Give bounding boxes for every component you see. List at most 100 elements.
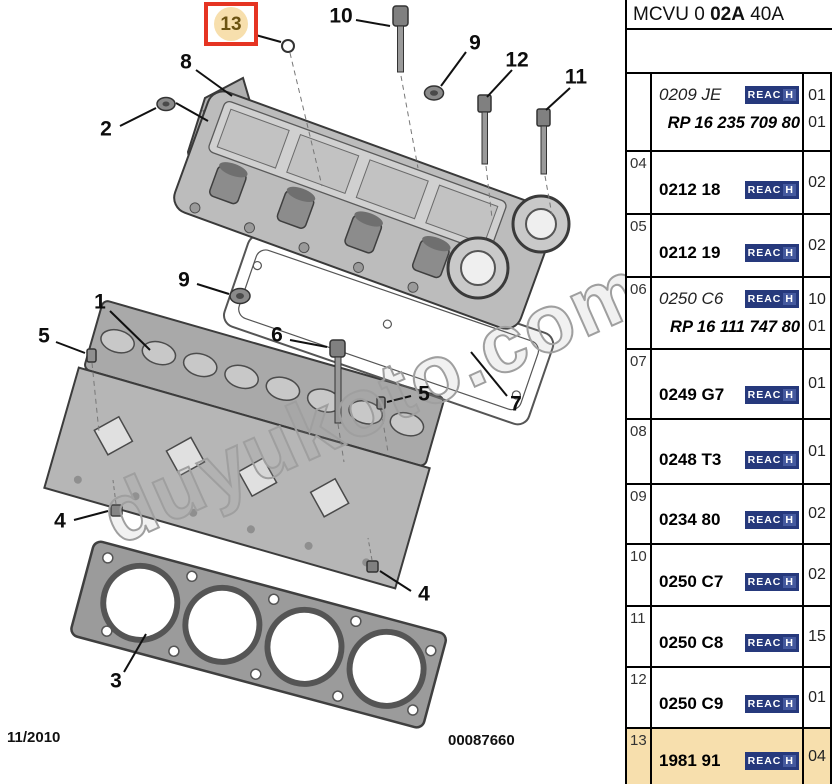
row-quantity: 01 <box>804 350 830 418</box>
quantity-value: 10 <box>808 291 826 308</box>
reach-badge-text: REAC <box>747 183 782 196</box>
reach-badge-h: H <box>783 575 796 589</box>
callout-label: 5 <box>418 382 430 406</box>
reach-badge-text: REAC <box>747 754 782 767</box>
quantity-value: 02 <box>808 236 826 254</box>
reach-badge-h: H <box>783 183 796 197</box>
callout-4[interactable]: 4 <box>418 584 430 605</box>
callout-2[interactable]: 2 <box>100 119 112 140</box>
callout-label: 6 <box>271 323 283 347</box>
quantity-value: 01 <box>808 375 826 392</box>
row-index: 12 <box>627 668 652 727</box>
row-quantity: 01 01 <box>804 74 830 150</box>
sub-quantity-value: 01 <box>808 114 826 131</box>
callout-7[interactable]: 7 <box>510 394 522 415</box>
callout-11[interactable]: 11 <box>565 67 587 88</box>
callout-10[interactable]: 10 <box>329 6 352 27</box>
row-index: 04 <box>627 152 652 213</box>
reach-badge-text: REAC <box>747 88 782 101</box>
row-quantity: 02 <box>804 545 830 605</box>
part-number: 0250 C6 <box>659 289 724 308</box>
quantity-value: 01 <box>808 688 826 706</box>
callout-8[interactable]: 8 <box>180 52 192 73</box>
document-number: 00087660 <box>448 732 515 749</box>
callout-label: 4 <box>418 582 430 606</box>
sub-quantity-value: 01 <box>808 318 826 335</box>
row-index: 06 <box>627 278 652 348</box>
row-index: 07 <box>627 350 652 418</box>
callout-4[interactable]: 4 <box>54 511 66 532</box>
callout-label: 1 <box>94 290 106 314</box>
part-number: 0250 C7 <box>659 572 724 591</box>
quantity-value: 02 <box>808 173 826 191</box>
callout-12[interactable]: 12 <box>505 50 528 71</box>
callout-label: 12 <box>505 48 529 72</box>
part-number: 0209 JE <box>659 85 722 104</box>
reach-badge-h: H <box>783 388 796 402</box>
leader-lines <box>55 19 571 673</box>
row-quantity: 02 <box>804 152 830 213</box>
row-index: 05 <box>627 215 652 276</box>
quantity-value: 01 <box>808 87 826 104</box>
row-quantity: 02 <box>804 215 830 276</box>
callout-label: 9 <box>469 31 481 55</box>
callout-label: 2 <box>100 117 112 141</box>
callout-1[interactable]: 1 <box>94 292 106 313</box>
callout-label: 10 <box>329 4 353 28</box>
callout-label: 3 <box>110 669 122 693</box>
callout-9[interactable]: 9 <box>469 33 481 54</box>
replacement-part-number: RP 16 111 747 80 <box>670 318 800 336</box>
row-quantity: 10 01 <box>804 278 830 348</box>
catalog-code: MCVU 0 02A 40A <box>633 4 785 25</box>
callout-6[interactable]: 6 <box>271 325 283 346</box>
reach-badge-h: H <box>783 513 796 527</box>
row-index <box>627 74 652 150</box>
reach-badge-text: REAC <box>747 453 782 466</box>
callout-3[interactable]: 3 <box>110 671 122 692</box>
reach-badge-text: REAC <box>747 575 782 588</box>
reach-badge-h: H <box>783 246 796 260</box>
reach-badge-h: H <box>783 697 796 711</box>
part-number: 0248 T3 <box>659 450 722 469</box>
part-number: 0212 19 <box>659 243 721 262</box>
part-number: 0249 G7 <box>659 385 725 404</box>
reach-badge-h: H <box>783 292 796 306</box>
callout-9[interactable]: 9 <box>178 270 190 291</box>
callout-13-highlighted[interactable]: 13 <box>204 2 258 46</box>
valve-cover <box>173 90 556 330</box>
callout-label: 13 <box>214 7 248 41</box>
callout-5[interactable]: 5 <box>418 384 430 405</box>
part-number: 1981 91 <box>659 751 721 770</box>
callout-label: 9 <box>178 268 190 292</box>
edition-date: 11/2010 <box>7 729 61 746</box>
part-number: 0250 C8 <box>659 633 724 652</box>
callout-5[interactable]: 5 <box>38 326 50 347</box>
